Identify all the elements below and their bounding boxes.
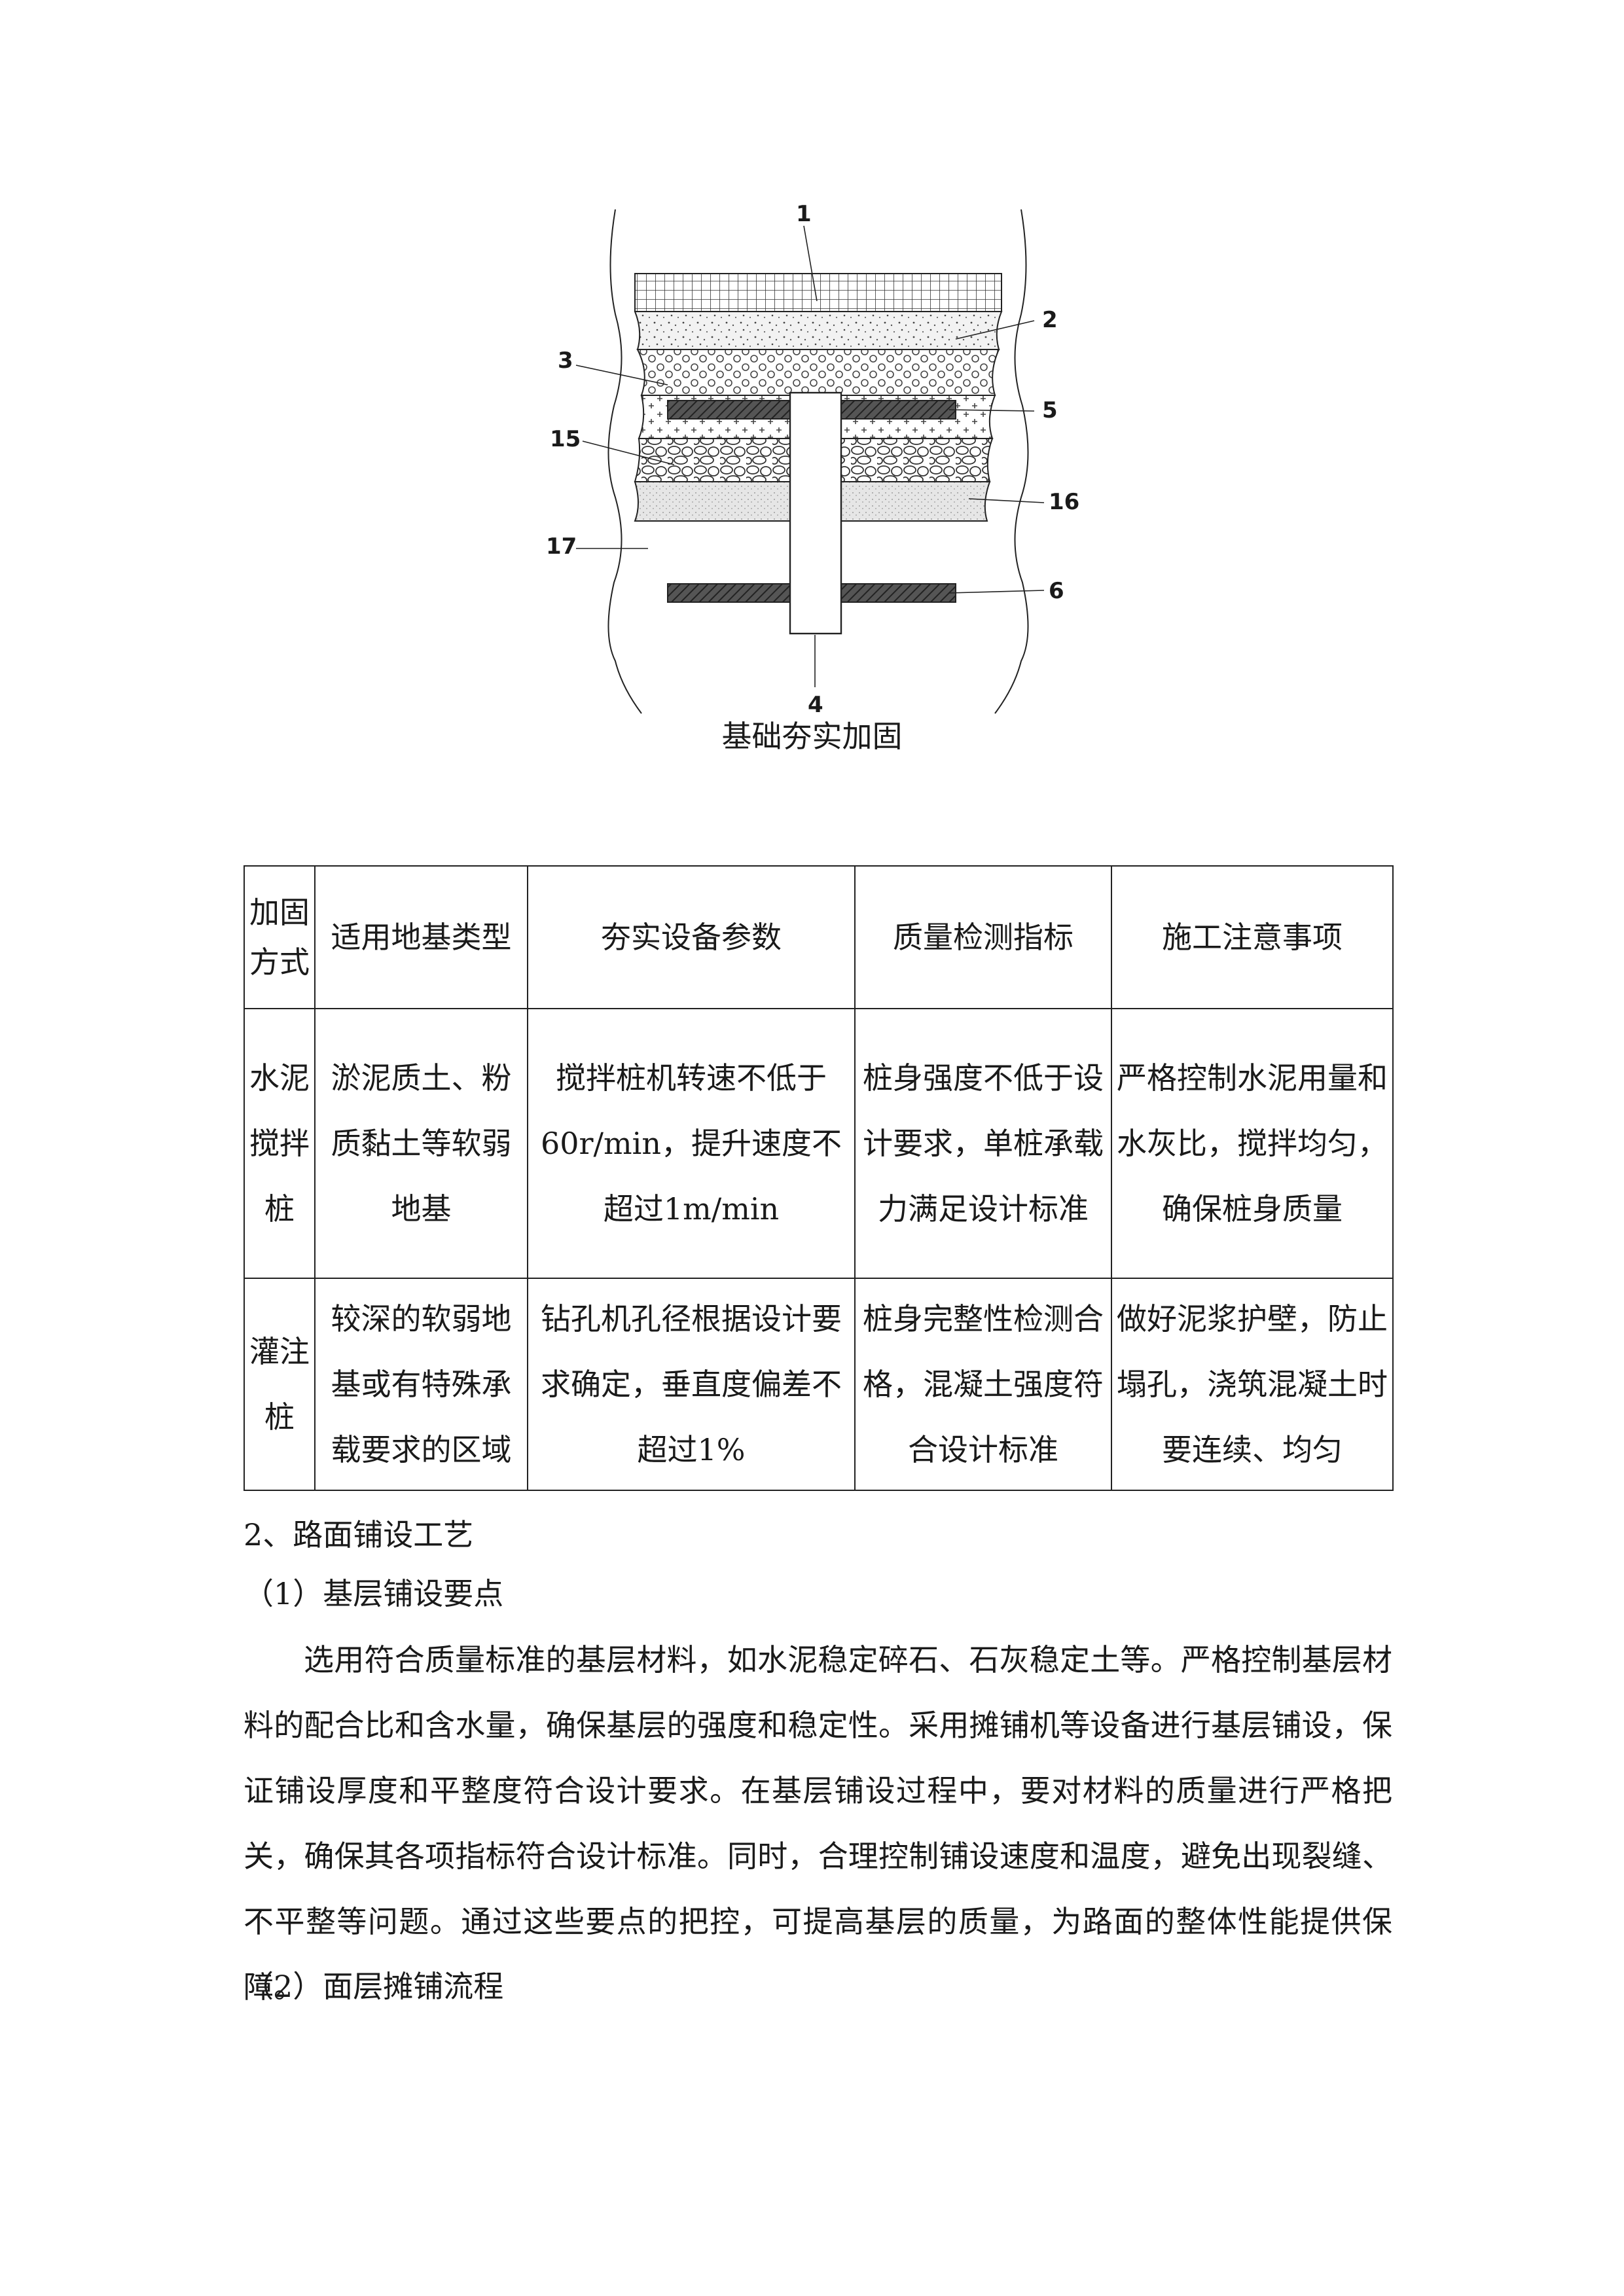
table-row: 水泥搅拌桩 淤泥质土、粉质黏土等软弱地基 搅拌桩机转速不低于60r/min，提升… [244,1008,1394,1279]
cell-equipment: 搅拌桩机转速不低于60r/min，提升速度不超过1m/min [527,1008,856,1279]
label-2: 2 [1042,307,1058,333]
cell-method: 水泥搅拌桩 [244,1008,316,1279]
right-boundary [994,209,1029,714]
cell-equipment: 钻孔机孔径根据设计要求确定，垂直度偏差不超过1% [527,1278,856,1491]
leader-lines [575,225,1045,687]
cell-quality: 桩身完整性检测合格，混凝土强度符合设计标准 [854,1278,1112,1491]
section-title: 2、路面铺设工艺 [244,1517,474,1552]
layer-1-surface [634,273,1002,312]
foundation-diagram: 1 2 3 5 15 16 17 6 4 [537,190,1100,726]
label-1: 1 [796,201,812,227]
cell-notes: 做好泥浆护壁，防止塌孔，浇筑混凝土时要连续、均匀 [1111,1278,1394,1491]
pile-4 [789,391,842,635]
cell-notes: 严格控制水泥用量和水灰比，搅拌均匀，确保桩身质量 [1111,1008,1394,1279]
header-soil: 适用地基类型 [314,865,528,1009]
layer-cross-section: 1 2 3 5 15 16 17 6 4 [546,201,1079,718]
header-equipment: 夯实设备参数 [527,865,856,1009]
layer-3-circles [636,349,1000,396]
header-quality: 质量检测指标 [854,865,1112,1009]
label-3: 3 [558,348,573,374]
subsection-title-2: （2）面层摊铺流程 [244,1969,504,2004]
label-17: 17 [546,533,577,560]
cell-quality: 桩身强度不低于设计要求，单桩承载力满足设计标准 [854,1008,1112,1279]
cell-soil: 较深的软弱地基或有特殊承载要求的区域 [314,1278,528,1491]
cell-soil: 淤泥质土、粉质黏土等软弱地基 [314,1008,528,1279]
layer-2-sand [634,311,1003,350]
label-4: 4 [808,692,823,718]
table-row: 灌注桩 较深的软弱地基或有特殊承载要求的区域 钻孔机孔径根据设计要求确定，垂直度… [244,1278,1394,1491]
body-paragraph: 选用符合质量标准的基层材料，如水泥稳定碎石、石灰稳定土等。严格控制基层材料的配合… [244,1642,1392,2005]
cell-method: 灌注桩 [244,1278,316,1491]
label-16: 16 [1049,489,1079,515]
label-6: 6 [1049,578,1064,604]
label-5: 5 [1042,397,1058,423]
label-15: 15 [550,426,581,452]
header-notes: 施工注意事项 [1111,865,1394,1009]
left-boundary [607,209,642,714]
figure-caption: 基础夯实加固 [721,719,903,754]
header-method: 加固方式 [244,865,316,1009]
subsection-title-1: （1）基层铺设要点 [244,1576,504,1611]
table-header-row: 加固方式 适用地基类型 夯实设备参数 质量检测指标 施工注意事项 [244,865,1394,1009]
reinforcement-table: 加固方式 适用地基类型 夯实设备参数 质量检测指标 施工注意事项 水泥搅拌桩 淤… [244,865,1394,1491]
